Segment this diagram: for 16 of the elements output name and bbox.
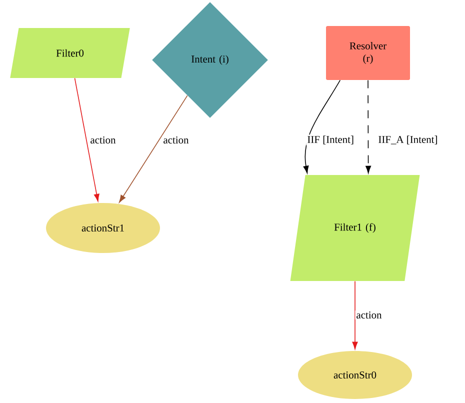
edge-label: action [355,310,383,320]
arrow [352,280,358,350]
arrow [74,78,100,202]
ellipse-node: actionStr0 [298,351,412,399]
edge-label: action [162,136,190,145]
edge-label: action [89,136,117,145]
process-box: Resolver (r) [326,26,410,80]
parallelogram-node: Filter0 [10,28,130,78]
edge-label: IIF_A [Intent] [377,134,439,146]
arrow [119,95,188,203]
arrow [366,80,372,174]
arrow [303,80,341,174]
parallelogram-node: Filter1 (f) [290,175,420,281]
diamond-node: Intent (i) [152,2,268,118]
edge-label: IIF [Intent] [306,134,355,146]
ellipse-node: actionStr1 [46,203,160,253]
